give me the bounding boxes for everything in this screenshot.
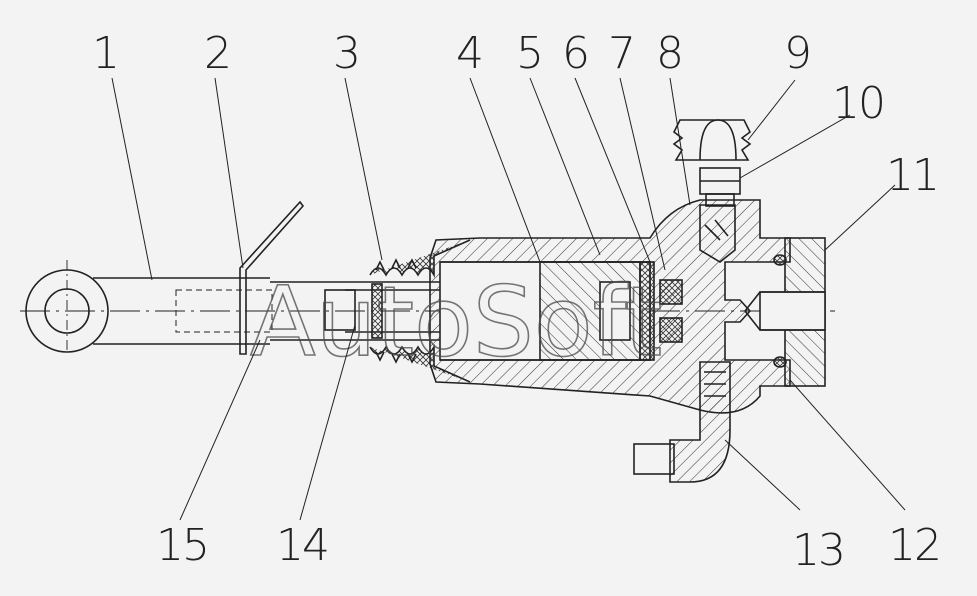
- callout-1: 1: [92, 28, 118, 79]
- callout-3: 3: [333, 28, 359, 79]
- callout-5: 5: [516, 28, 542, 79]
- watermark: AutoSoft: [250, 266, 662, 378]
- callout-10: 10: [832, 78, 884, 129]
- callout-8: 8: [656, 28, 682, 79]
- lock-clip: [239, 200, 305, 355]
- piston: [539, 261, 641, 361]
- bleeder-screw: [699, 167, 741, 207]
- callout-6: 6: [562, 28, 588, 79]
- callout-9: 9: [784, 28, 810, 79]
- leader-lines: [111, 77, 906, 521]
- callout-4: 4: [456, 28, 482, 79]
- callout-11: 11: [886, 150, 938, 201]
- push-rod-eye: [25, 260, 273, 353]
- elbow-fitting: [633, 361, 731, 483]
- end-plug: [744, 237, 826, 387]
- callout-15: 15: [156, 520, 208, 571]
- bleeder-cap: [672, 119, 752, 161]
- piston-seals: [639, 261, 683, 361]
- callout-13: 13: [792, 525, 844, 576]
- rod-ring: [371, 283, 383, 339]
- callout-14: 14: [276, 520, 328, 571]
- callout-12: 12: [888, 520, 940, 571]
- bleed-valve-seat: [699, 204, 736, 263]
- o-ring: [773, 254, 787, 368]
- callout-7: 7: [608, 28, 634, 79]
- callout-2: 2: [204, 28, 230, 79]
